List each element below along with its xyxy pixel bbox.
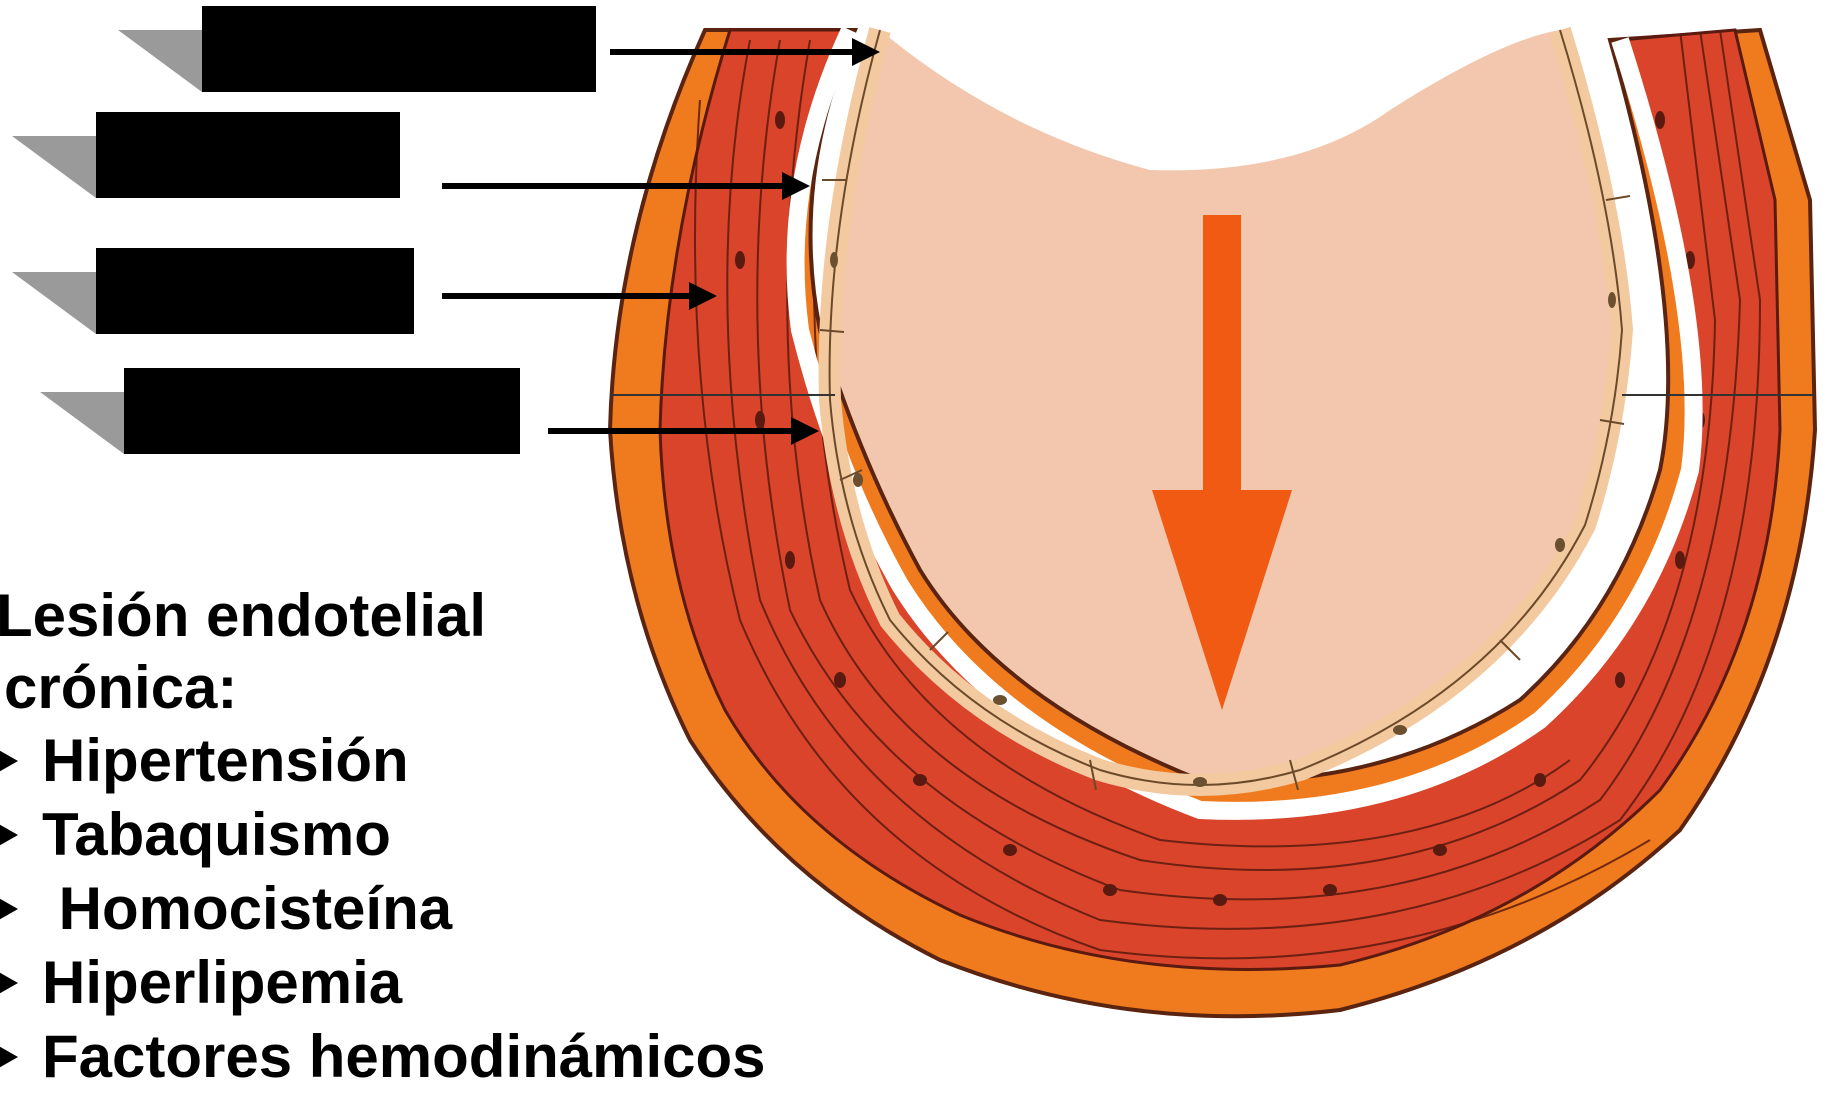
risk-factors-panel: Lesión endotelial crónica: Hipertensión … — [0, 580, 766, 1094]
bullet-icon — [0, 745, 18, 777]
list-item: Hiperlipemia — [0, 946, 766, 1020]
redacted-label-3 — [96, 248, 414, 334]
panel-title-line2: crónica: — [0, 652, 766, 724]
bullet-icon — [0, 893, 18, 925]
redacted-label-1 — [202, 6, 596, 92]
risk-factor-list: Hipertensión Tabaquismo Homocisteína Hip… — [0, 724, 766, 1094]
list-item: Factores hemodinámicos — [0, 1020, 766, 1094]
bullet-icon — [0, 967, 18, 999]
bullet-icon — [0, 1041, 18, 1073]
bullet-icon — [0, 819, 18, 851]
list-item: Hipertensión — [0, 724, 766, 798]
panel-title-line1: Lesión endotelial — [0, 580, 766, 652]
redacted-label-2 — [96, 112, 400, 198]
redacted-label-4 — [124, 368, 520, 454]
list-item: Tabaquismo — [0, 798, 766, 872]
list-item: Homocisteína — [0, 872, 766, 946]
